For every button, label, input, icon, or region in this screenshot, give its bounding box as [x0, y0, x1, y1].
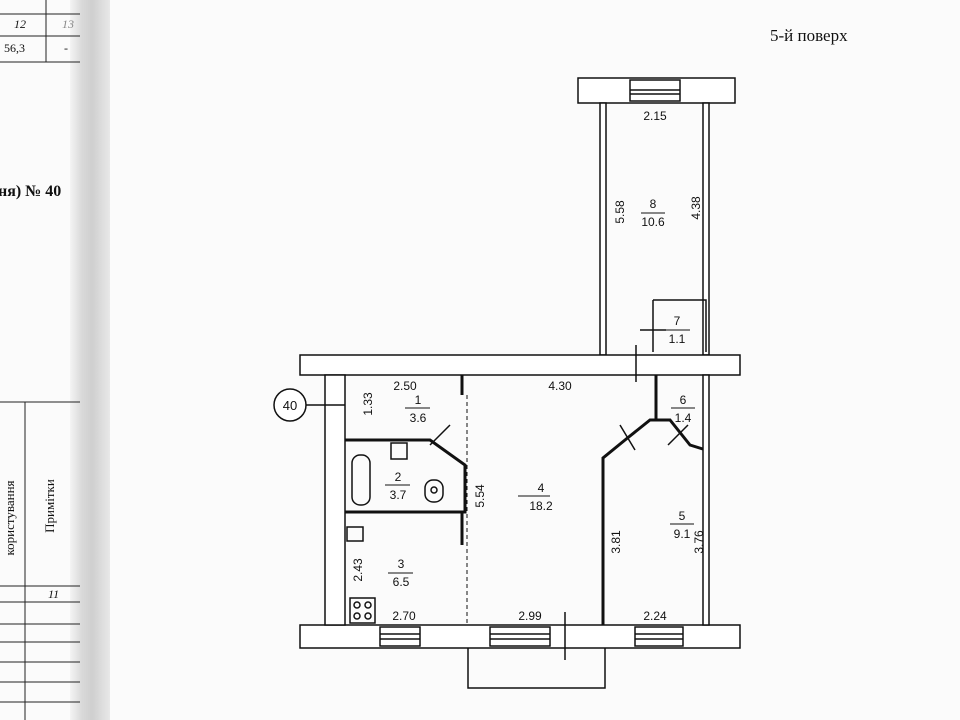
room-7-area: 1.1 — [669, 332, 686, 346]
room-7-number: 7 — [674, 314, 681, 328]
room-8-area: 10.6 — [641, 215, 665, 229]
left-table-col-number: 12 — [14, 17, 26, 31]
left-table-top — [0, 0, 80, 63]
room-5-area: 9.1 — [674, 527, 691, 541]
dimension-label: 5.54 — [473, 484, 487, 508]
room-4-number: 4 — [538, 481, 545, 495]
left-table-value: - — [64, 41, 68, 55]
room-5-number: 5 — [679, 509, 686, 523]
room-1-number: 1 — [415, 393, 422, 407]
walls — [273, 77, 741, 689]
page-binding-shadow — [70, 0, 110, 720]
room-1-area: 3.6 — [410, 411, 427, 425]
dimension-label: 2.70 — [392, 609, 416, 623]
left-table-col-number: 11 — [48, 587, 60, 601]
left-table-header: користування — [2, 480, 17, 556]
dimension-label: 2.99 — [518, 609, 542, 623]
left-table-bottom — [0, 401, 80, 720]
dimension-label: 1.33 — [361, 392, 375, 416]
floor-title: 5-й поверх — [770, 26, 848, 45]
room-2-area: 3.7 — [390, 488, 407, 502]
left-table-value: 56,3 — [4, 41, 25, 55]
dimension-label: 2.50 — [393, 379, 417, 393]
dimension-label: 2.43 — [351, 558, 365, 582]
dimension-label: 3.81 — [609, 530, 623, 554]
left-table-partial-header: 3 — [0, 0, 4, 1]
dimension-label: 2.24 — [643, 609, 667, 623]
left-table-header: Примітки — [42, 479, 57, 533]
apartment-number: 40 — [283, 398, 297, 413]
dimension-label: 2.15 — [643, 109, 667, 123]
room-8-number: 8 — [650, 197, 657, 211]
room-6-area: 1.4 — [675, 411, 692, 425]
room-3-area: 6.5 — [393, 575, 410, 589]
room-4-area: 18.2 — [529, 499, 553, 513]
left-page-heading: ня) № 40 — [0, 183, 62, 200]
room-2-number: 2 — [395, 470, 402, 484]
room-6-number: 6 — [680, 393, 687, 407]
left-table-col-number: 13 — [62, 17, 74, 31]
dimension-label: 4.38 — [689, 196, 703, 220]
dimension-label: 5.58 — [613, 200, 627, 224]
room-fraction-lines — [385, 212, 695, 574]
room-3-number: 3 — [398, 557, 405, 571]
dimension-label: 3.76 — [692, 530, 706, 554]
dimension-label: 4.30 — [548, 379, 572, 393]
